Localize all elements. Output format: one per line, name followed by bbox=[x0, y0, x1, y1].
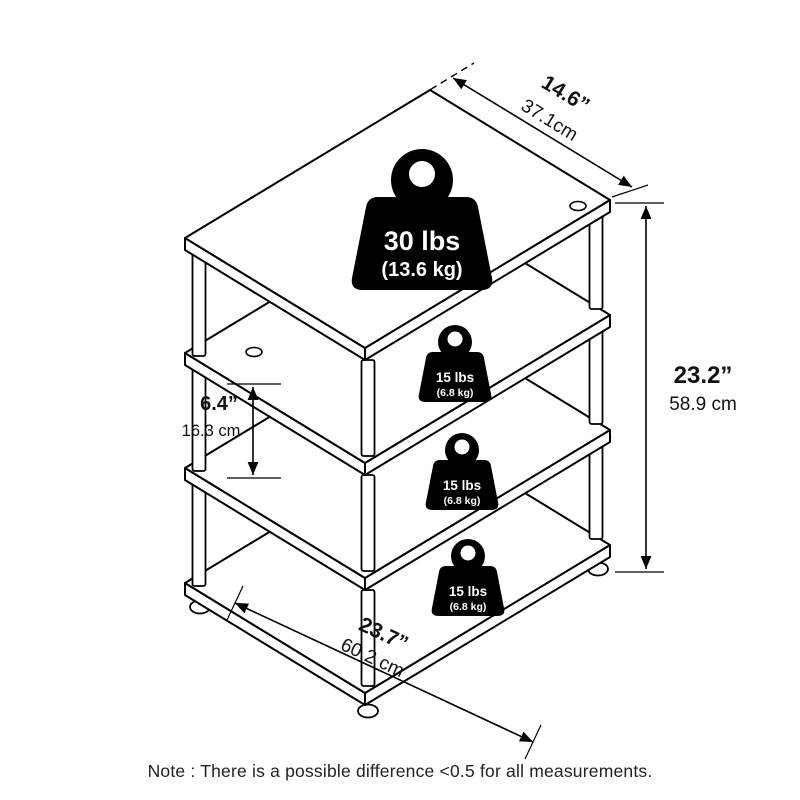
foot bbox=[357, 703, 379, 719]
weight-shelf2-kg-label: (6.8 kg) bbox=[437, 387, 474, 399]
support-pole bbox=[191, 249, 207, 357]
weight-top-kg-label: (13.6 kg) bbox=[381, 259, 462, 281]
weight-shelf3-lbs-label: 15 lbs bbox=[443, 478, 481, 493]
spacing-metric-label: 16.3 cm bbox=[182, 422, 241, 440]
support-pole bbox=[191, 479, 207, 587]
height-metric-label: 58.9 cm bbox=[669, 394, 737, 415]
note-text: Note : There is a possible difference <0… bbox=[147, 761, 653, 781]
corner-cap bbox=[245, 346, 263, 358]
support-pole bbox=[191, 364, 207, 472]
weight-capacity-icon-shelf2: 15 lbs (6.8 kg) bbox=[418, 325, 492, 402]
support-pole bbox=[588, 326, 604, 425]
dimension-depth: 14.6” 37.1cm bbox=[409, 62, 649, 198]
dimension-height: 23.2” 58.9 cm bbox=[615, 202, 737, 573]
weight-shelf3-kg-label: (6.8 kg) bbox=[444, 495, 481, 507]
support-pole bbox=[588, 441, 604, 540]
support-pole bbox=[360, 359, 376, 457]
weight-shelf4-lbs-label: 15 lbs bbox=[449, 584, 487, 599]
weight-shelf2-lbs-label: 15 lbs bbox=[436, 370, 474, 385]
weight-shelf4-kg-label: (6.8 kg) bbox=[450, 601, 487, 613]
support-pole bbox=[588, 211, 604, 310]
corner-cap bbox=[569, 200, 587, 212]
spacing-inches-label: 6.4” bbox=[200, 393, 238, 415]
support-pole bbox=[360, 474, 376, 572]
weight-capacity-icon-top: 30 lbs (13.6 kg) bbox=[351, 149, 493, 290]
weight-capacity-icon-shelf3: 15 lbs (6.8 kg) bbox=[425, 433, 499, 510]
height-inches-label: 23.2” bbox=[674, 362, 733, 389]
dimension-shelf-spacing: 6.4” 16.3 cm bbox=[182, 383, 281, 479]
weight-top-lbs-label: 30 lbs bbox=[384, 226, 461, 256]
